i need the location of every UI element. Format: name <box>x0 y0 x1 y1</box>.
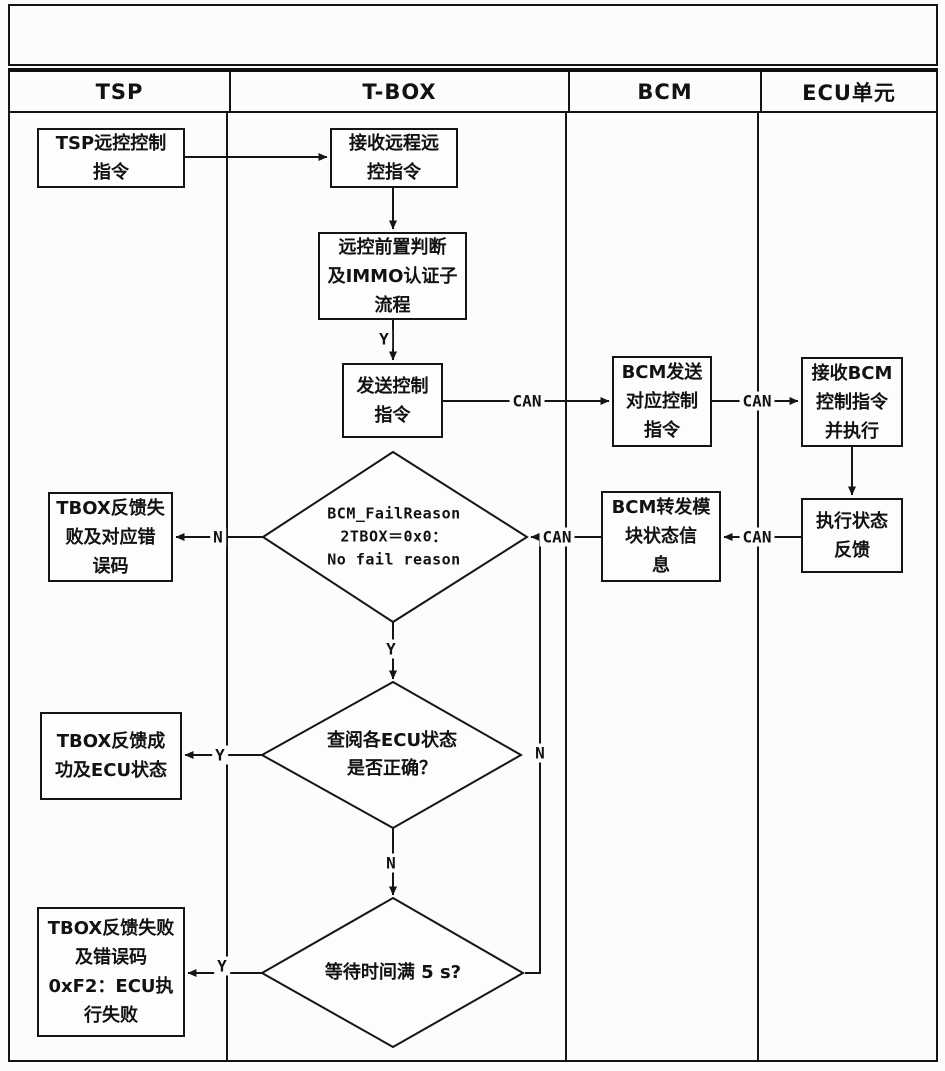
label-can-forward: CAN <box>539 527 575 547</box>
label-can-bcm-to-ecu: CAN <box>739 391 775 411</box>
decision-wait-5s-label: 等待时间满 5 s? <box>324 962 462 983</box>
node-bcm-send-command: BCM发送 对应控制 指令 <box>612 356 712 447</box>
node-tsp-remote-command: TSP远控控制 指令 <box>37 128 185 188</box>
label-y-wait: Y <box>214 956 230 976</box>
decision-ecu-status-label: 查阅各ECU状态 是否正确？ <box>326 730 458 779</box>
node-send-control-command: 发送控制 指令 <box>342 363 443 438</box>
decision-wait-5s <box>259 896 526 1049</box>
lane-header-ecu: ECU单元 <box>760 72 936 111</box>
node-bcm-forward-status: BCM转发模 块状态信 息 <box>601 491 721 582</box>
lane-divider-1 <box>226 113 228 1060</box>
label-y-statuscheck: Y <box>212 745 228 765</box>
node-precheck-immo: 远控前置判断 及IMMO认证子 流程 <box>318 232 467 320</box>
node-tbox-feedback-fail: TBOX反馈失 败及对应错 误码 <box>48 492 173 582</box>
label-can-send: CAN <box>509 391 545 411</box>
lane-header-row: TSP T-BOX BCM ECU单元 <box>8 68 938 113</box>
title-box <box>8 4 938 66</box>
label-n-wait-loop: N <box>532 743 548 763</box>
lane-divider-2 <box>565 113 567 1060</box>
decision-fail-reason-label: BCM_FailReason 2TBOX＝0x0： No fail reason <box>327 504 461 569</box>
label-y-failcheck: Y <box>383 639 399 659</box>
edge-loop-back <box>525 538 541 974</box>
node-ecu-status-feedback: 执行状态 反馈 <box>801 498 903 573</box>
node-receive-remote-command: 接收远程远 控指令 <box>330 128 458 188</box>
lane-header-bcm: BCM <box>568 72 760 111</box>
node-tbox-feedback-success: TBOX反馈成 功及ECU状态 <box>40 712 182 800</box>
label-y-precheck: Y <box>376 329 392 349</box>
node-ecu-receive-execute: 接收BCM 控制指令 并执行 <box>801 357 903 447</box>
label-n-statuscheck: N <box>383 853 399 873</box>
label-n-failcheck: N <box>210 527 226 547</box>
label-can-ecu-feedback: CAN <box>739 527 775 547</box>
lane-body-frame <box>8 113 938 1062</box>
lane-divider-3 <box>757 113 759 1060</box>
lane-header-tsp: TSP <box>95 79 144 104</box>
lane-header-tbox: T-BOX <box>229 72 568 111</box>
node-tbox-feedback-fail-f2: TBOX反馈失败 及错误码 0xF2：ECU执 行失败 <box>37 907 185 1037</box>
